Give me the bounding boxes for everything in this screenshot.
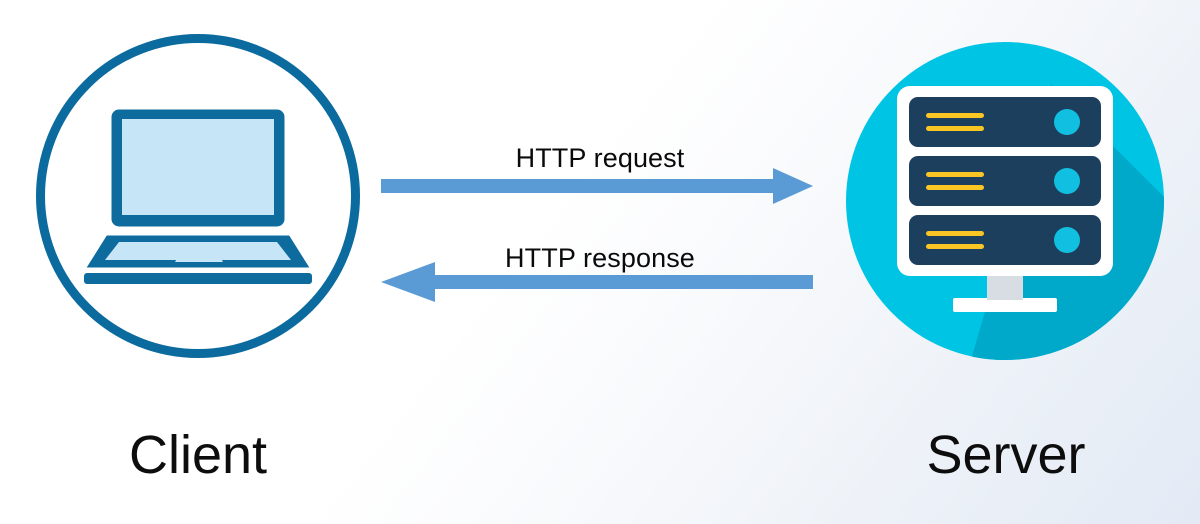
http-request-label: HTTP request — [515, 143, 685, 173]
server-caption: Server — [926, 425, 1086, 485]
server-node[interactable] — [846, 42, 1164, 360]
rack-unit-3 — [909, 215, 1101, 265]
rack-unit-1 — [909, 97, 1101, 147]
client-caption: Client — [128, 425, 268, 485]
laptop-icon — [84, 106, 312, 284]
http-response-label: HTTP response — [505, 243, 695, 273]
client-circle-outline — [36, 34, 360, 358]
http-request-arrow — [381, 168, 813, 204]
server-rack-icon — [897, 86, 1113, 312]
http-response-arrow — [381, 262, 813, 302]
client-node[interactable] — [36, 34, 360, 358]
rack-unit-2 — [909, 156, 1101, 206]
